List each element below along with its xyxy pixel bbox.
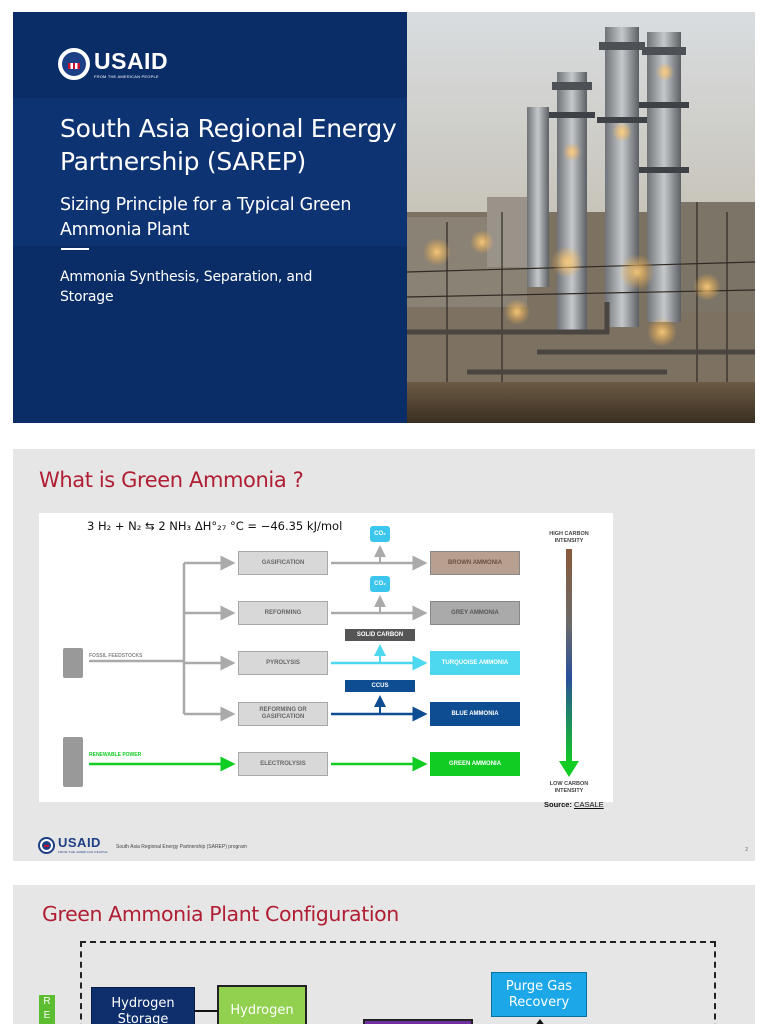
- process-gasification: GASIFICATION: [238, 551, 328, 575]
- usaid-seal-icon: [58, 48, 90, 80]
- plant-configuration-slide: Green Ammonia Plant Configuration R E Hy…: [13, 885, 755, 1024]
- divider: [61, 248, 89, 250]
- product-grey-ammonia: GREY AMMONIA: [430, 601, 520, 625]
- process-reforming-or-gasification: REFORMING OR GASIFICATION: [238, 702, 328, 726]
- usaid-wordmark: USAID: [94, 47, 169, 74]
- product-brown-ammonia: BROWN AMMONIA: [430, 551, 520, 575]
- section-name: Ammonia Synthesis, Separation, and Stora…: [60, 269, 313, 305]
- purge-gas-recovery-box: Purge Gas Recovery: [491, 972, 587, 1017]
- hydrogen-box: Hydrogen: [217, 985, 307, 1024]
- product-turquoise-ammonia: TURQUOISE AMMONIA: [430, 651, 520, 675]
- usaid-logo: USAID FROM THE AMERICAN PEOPLE: [58, 48, 168, 80]
- co2-cloud-icon: CO₂: [370, 526, 390, 542]
- slide-title: What is Green Ammonia ?: [39, 468, 304, 492]
- product-blue-ammonia: BLUE AMMONIA: [430, 702, 520, 726]
- solid-carbon-label: SOLID CARBON: [345, 629, 415, 641]
- fossil-feedstocks-label: FOSSIL FEEDSTOCKS: [89, 653, 143, 659]
- reaction-equation: 3 H₂ + N₂ ⇆ 2 NH₃ ΔH°₂₇ °C = −46.35 kJ/m…: [87, 519, 343, 533]
- process-pyrolysis: PYROLYSIS: [238, 651, 328, 675]
- renewable-power-icon: [63, 737, 83, 787]
- usaid-tagline: FROM THE AMERICAN PEOPLE: [58, 850, 108, 854]
- footer-text: South Asia Regional Energy Partnership (…: [116, 844, 247, 850]
- industrial-plant-photo: [407, 12, 755, 423]
- presentation-subtitle: Sizing Principle for a Typical Green Amm…: [60, 195, 352, 240]
- ccus-label: CCUS: [345, 680, 415, 692]
- product-green-ammonia: GREEN AMMONIA: [430, 752, 520, 776]
- page-number: 2: [745, 847, 748, 853]
- footer-usaid-logo: USAID FROM THE AMERICAN PEOPLE: [38, 836, 108, 854]
- usaid-tagline: FROM THE AMERICAN PEOPLE: [94, 73, 159, 79]
- source-label: Source:: [544, 800, 572, 809]
- co2-cloud-icon: CO₂: [370, 576, 390, 592]
- process-electrolysis: ELECTROLYSIS: [238, 752, 328, 776]
- diagram-arrows: [89, 545, 579, 777]
- presentation-title: South Asia Regional Energy Partnership (…: [60, 114, 397, 176]
- slide-title: Green Ammonia Plant Configuration: [42, 902, 399, 926]
- renewable-power-label: RENEWABLE POWER: [89, 752, 142, 758]
- usaid-wordmark: USAID: [58, 835, 101, 850]
- source-note: Source: CASALE: [544, 800, 604, 809]
- hydrogen-storage-box: Hydrogen Storage: [91, 987, 195, 1024]
- fossil-feedstock-icon: [63, 648, 83, 678]
- renewable-energy-strip: R E: [39, 995, 55, 1024]
- process-reforming: REFORMING: [238, 601, 328, 625]
- synthesis-box: [363, 1019, 473, 1024]
- low-carbon-intensity-label: LOW CARBON INTENSITY: [549, 781, 589, 794]
- green-ammonia-slide: What is Green Ammonia ? 3 H₂ + N₂ ⇆ 2 NH…: [13, 449, 755, 861]
- title-slide: USAID FROM THE AMERICAN PEOPLE South Asi…: [13, 12, 755, 423]
- high-carbon-intensity-label: HIGH CARBON INTENSITY: [549, 531, 589, 544]
- plant-boundary: [80, 941, 716, 1024]
- title-band: [13, 98, 407, 246]
- ammonia-color-diagram: 3 H₂ + N₂ ⇆ 2 NH₃ ΔH°₂₇ °C = −46.35 kJ/m…: [39, 513, 613, 802]
- usaid-seal-icon: [38, 836, 55, 854]
- source-link[interactable]: CASALE: [574, 800, 604, 809]
- flow-arrow: [536, 1019, 544, 1024]
